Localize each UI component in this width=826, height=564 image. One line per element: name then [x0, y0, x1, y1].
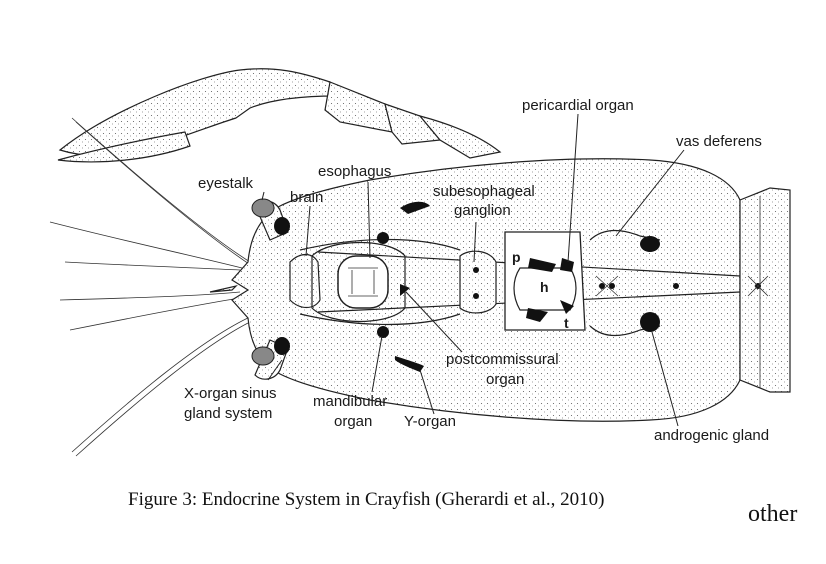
label-heart-t: t [564, 315, 569, 331]
label-brain: brain [290, 189, 323, 206]
esophagus-shape [337, 255, 389, 309]
label-heart-p: p [512, 249, 521, 265]
label-heart-h: h [540, 279, 549, 295]
y-organ-upper [400, 201, 430, 214]
antennae [49, 117, 255, 457]
label-eyestalk: eyestalk [198, 175, 254, 192]
claw [57, 68, 502, 163]
androgenic-upper [640, 236, 660, 252]
label-esophagus: esophagus [318, 163, 391, 180]
label-vas-deferens: vas deferens [676, 133, 762, 150]
labels: eyestalk brain esophagus subesophageal g… [184, 97, 769, 444]
label-x-organ: X-organ sinus [184, 385, 277, 402]
brain-shape [289, 253, 321, 309]
label-gland-system: gland system [184, 405, 272, 422]
label-postcommissural-organ: organ [486, 371, 524, 388]
trailing-text: other [748, 501, 798, 527]
androgenic-lower [640, 312, 660, 332]
label-ganglion: ganglion [454, 202, 511, 219]
label-mandibular: mandibular [313, 393, 387, 410]
label-pericardial-organ: pericardial organ [522, 97, 634, 114]
label-androgenic-gland: androgenic gland [654, 427, 769, 444]
mandibular-upper [377, 232, 389, 244]
label-subesophageal: subesophageal [433, 183, 535, 200]
y-organ-lower [395, 356, 424, 372]
x-organ-lower [274, 337, 290, 355]
x-organ-upper [274, 217, 290, 235]
internal-organs [274, 201, 769, 372]
label-mandibular-organ: organ [334, 413, 372, 430]
figure-caption: Figure 3: Endocrine System in Crayfish (… [128, 489, 605, 510]
label-postcommissural: postcommissural [446, 351, 559, 368]
leader-lines [261, 113, 685, 427]
label-y-organ: Y-organ [404, 413, 456, 430]
mandibular-lower [377, 326, 389, 338]
